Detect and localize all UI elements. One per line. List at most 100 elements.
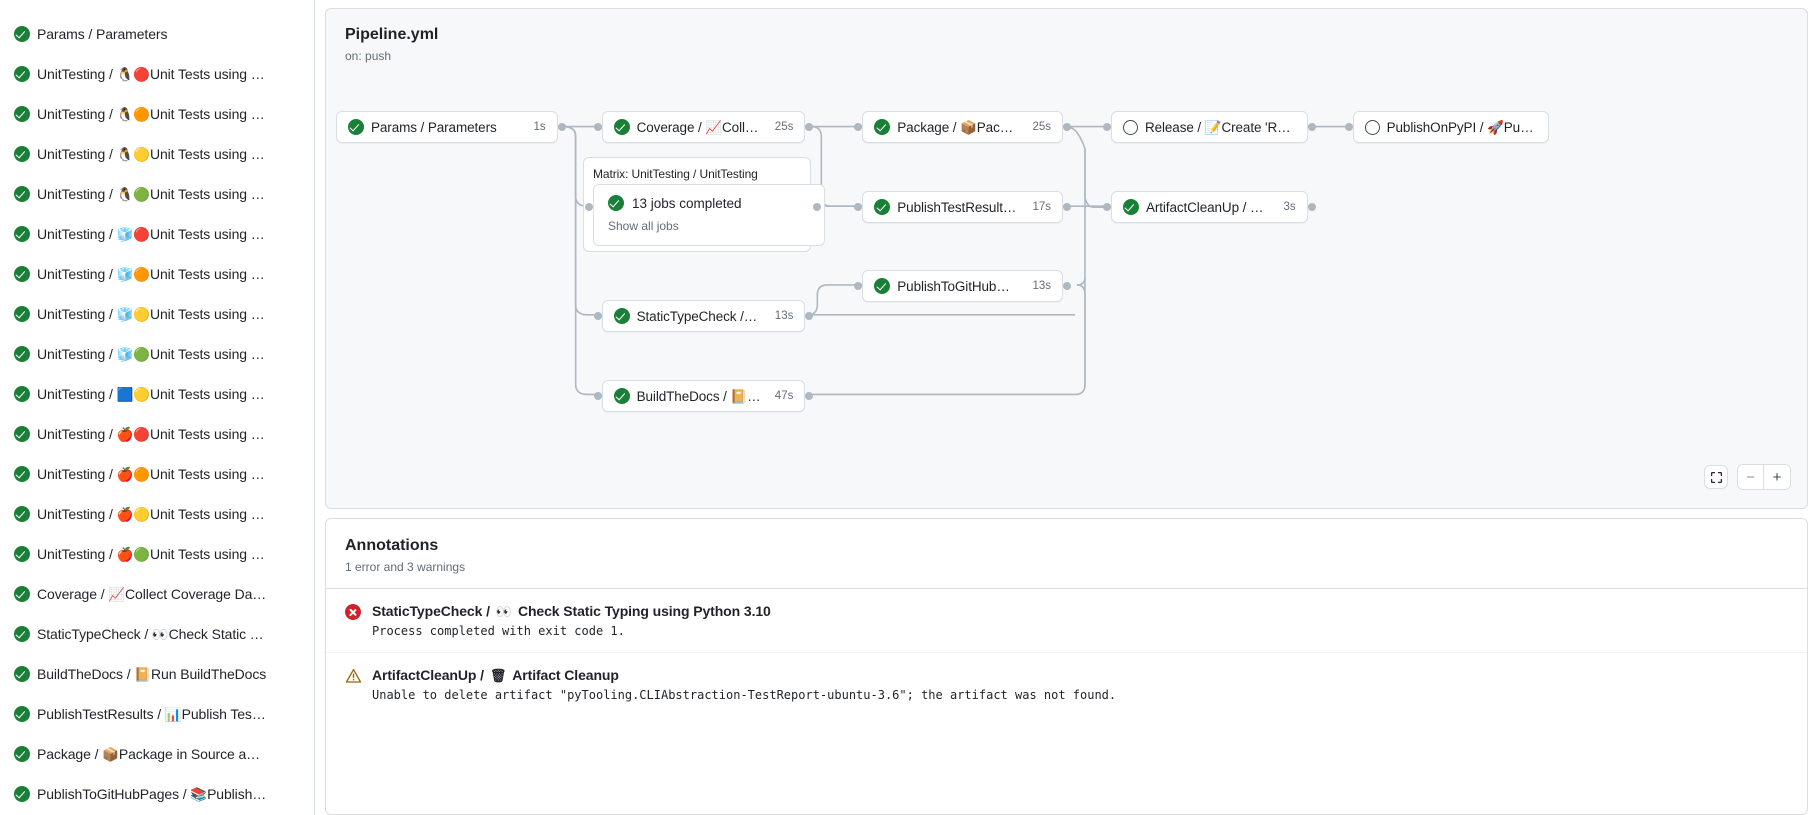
job-emoji-icon: 🟠 <box>133 467 150 482</box>
job-emoji-icon: 🔴 <box>133 227 150 242</box>
success-check-icon <box>874 278 891 294</box>
graph-node-label: PublishToGitHubPages / 📚 ... <box>897 278 1018 294</box>
job-emoji-icon: 🐧 <box>116 67 134 82</box>
graph-node-duration: 47s <box>774 390 794 402</box>
sidebar-job-item[interactable]: Params / Parameters <box>4 14 310 54</box>
node-emoji-icon: 📦 <box>960 119 977 135</box>
sidebar-job-item[interactable]: PublishTestResults / 📊 Publish Test Resu… <box>4 694 310 734</box>
sidebar-job-item[interactable]: UnitTesting / 🍎 🟠 Unit Tests using Pyth.… <box>4 454 310 494</box>
sidebar-job-item[interactable]: UnitTesting / 🍎 🟢 Unit Tests using Pyth.… <box>4 534 310 574</box>
graph-node-pypi[interactable]: PublishOnPyPI / 🚀 Publish to ... <box>1352 111 1550 143</box>
success-check-icon <box>14 186 30 202</box>
graph-node-duration: 13s <box>774 310 794 322</box>
success-check-icon <box>14 626 30 642</box>
matrix-jobs-label: 13 jobs completed <box>632 195 742 211</box>
sidebar-job-label: UnitTesting / 🐧 🟡 Unit Tests using Pyth.… <box>37 146 267 162</box>
annotations-title: Annotations <box>345 537 439 554</box>
fit-to-screen-button[interactable] <box>1704 465 1728 489</box>
sidebar-job-label: UnitTesting / 🧊 🟠 Unit Tests using Pyth.… <box>37 266 267 282</box>
success-check-icon <box>14 146 30 162</box>
job-emoji-icon: 🔴 <box>133 67 150 82</box>
graph-node-label: Coverage / 📈 Collect Cove... <box>636 119 761 135</box>
graph-node-duration: 25s <box>774 121 794 133</box>
sidebar-job-label: PublishToGitHubPages / 📚 Publish to G... <box>37 786 267 802</box>
job-emoji-icon: 📚 <box>190 787 208 802</box>
node-input-port <box>854 203 863 211</box>
graph-node-docs[interactable]: BuildTheDocs / 📔 Run Buil...47s <box>601 380 806 412</box>
sidebar-job-item[interactable]: PublishToGitHubPages / 📚 Publish to G... <box>4 774 310 814</box>
sidebar-job-item[interactable]: UnitTesting / 🐧 🟡 Unit Tests using Pyth.… <box>4 134 310 174</box>
sidebar-job-item[interactable]: UnitTesting / 🧊 🟡 Unit Tests using Pyth.… <box>4 294 310 334</box>
success-check-icon <box>14 746 30 762</box>
job-emoji-icon: 🟢 <box>133 187 150 202</box>
node-output-port <box>805 312 814 320</box>
zoom-out-button[interactable]: − <box>1738 465 1764 489</box>
sidebar-job-item[interactable]: BuildTheDocs / 📔 Run BuildTheDocs <box>4 654 310 694</box>
sidebar-job-item[interactable]: UnitTesting / 🧊 🟢 Unit Tests using Pyth.… <box>4 334 310 374</box>
sidebar-job-item[interactable]: StaticTypeCheck / 👀 Check Static Typing.… <box>4 614 310 654</box>
annotation-heading: StaticTypeCheck / 👀Check Static Typing u… <box>372 603 771 619</box>
job-emoji-icon: 📔 <box>134 667 152 682</box>
job-emoji-icon: 🍎 <box>116 547 134 562</box>
graph-header: Pipeline.yml on: push <box>326 9 1807 63</box>
graph-node-package[interactable]: Package / 📦 Package in So...25s <box>862 111 1063 143</box>
sidebar-job-item[interactable]: UnitTesting / 🧊 🟠 Unit Tests using Pyth.… <box>4 254 310 294</box>
success-check-icon <box>14 706 30 722</box>
zoom-in-button[interactable]: + <box>1764 465 1790 489</box>
node-output-port <box>1063 203 1071 211</box>
sidebar-job-item[interactable]: Coverage / 📈 Collect Coverage Data usi..… <box>4 574 310 614</box>
graph-node-ghpages[interactable]: PublishToGitHubPages / 📚 ...13s <box>862 270 1063 302</box>
sidebar-job-label: Coverage / 📈 Collect Coverage Data usi..… <box>37 586 267 602</box>
job-emoji-icon: 🍎 <box>116 507 134 522</box>
success-check-icon <box>613 119 630 135</box>
sidebar-job-label: UnitTesting / 🍎 🟠 Unit Tests using Pyth.… <box>37 466 267 482</box>
matrix-jobs-status: 13 jobs completed <box>608 195 810 211</box>
annotation-row[interactable]: StaticTypeCheck / 👀Check Static Typing u… <box>326 588 1807 652</box>
warning-icon <box>345 668 362 683</box>
graph-edges <box>557 125 1353 396</box>
sidebar-job-label: UnitTesting / 🍎 🟢 Unit Tests using Pyth.… <box>37 546 267 562</box>
show-all-jobs-link[interactable]: Show all jobs <box>608 219 679 233</box>
success-check-icon <box>14 666 30 682</box>
graph-node-coverage[interactable]: Coverage / 📈 Collect Cove... 25s <box>601 111 806 143</box>
sidebar-job-item[interactable]: UnitTesting / 🐧 🟠 Unit Tests using Pyth.… <box>4 94 310 134</box>
job-emoji-icon: 🔴 <box>133 427 150 442</box>
graph-node-label: Params / Parameters <box>370 119 497 135</box>
success-check-icon <box>14 66 30 82</box>
job-emoji-icon: 🟡 <box>133 307 150 322</box>
sidebar-job-item[interactable]: UnitTesting / 🟦 🟡 Unit Tests using Pyth.… <box>4 374 310 414</box>
sidebar-job-label: UnitTesting / 🐧 🔴 Unit Tests using Pyth.… <box>37 66 267 82</box>
pending-status-icon <box>1122 119 1138 135</box>
node-emoji-icon: 🚀 <box>1487 119 1504 135</box>
error-icon <box>345 604 361 620</box>
graph-node-cleanup[interactable]: ArtifactCleanUp / 🗑 Artifac...3s <box>1110 191 1308 223</box>
graph-node-release[interactable]: Release / 📝 Create 'Release P... <box>1110 111 1308 143</box>
success-check-icon <box>14 426 30 442</box>
sidebar-job-item[interactable]: UnitTesting / 🍎 🔴 Unit Tests using Pyth.… <box>4 414 310 454</box>
job-emoji-icon: 🍎 <box>116 427 134 442</box>
graph-node-testresults[interactable]: PublishTestResults / 📊 Pu...17s <box>862 191 1063 223</box>
matrix-node[interactable]: 13 jobs completed Show all jobs <box>593 184 825 246</box>
success-check-icon <box>613 308 630 324</box>
job-emoji-icon: 📊 <box>164 707 182 722</box>
sidebar-job-item[interactable]: Package / 📦 Package in Source and Wh... <box>4 734 310 774</box>
graph-node-label: Release / 📝 Create 'Release P... <box>1144 119 1296 135</box>
job-emoji-icon: 🟡 <box>133 147 150 162</box>
sidebar-job-item[interactable]: UnitTesting / 🐧 🟢 Unit Tests using Pyth.… <box>4 174 310 214</box>
job-emoji-icon: 🐧 <box>116 107 134 122</box>
sidebar-job-item[interactable]: UnitTesting / 🐧 🔴 Unit Tests using Pyth.… <box>4 54 310 94</box>
node-output-port <box>805 392 814 400</box>
graph-node-typecheck[interactable]: StaticTypeCheck / 👀 Chec...13s <box>601 300 806 332</box>
sidebar-job-item[interactable]: UnitTesting / 🍎 🟡 Unit Tests using Pyth.… <box>4 494 310 534</box>
zoom-controls: − + <box>1704 464 1791 490</box>
node-input-port <box>854 282 863 290</box>
job-emoji-icon: 👀 <box>151 627 169 642</box>
job-emoji-icon: 🟦 <box>116 387 134 402</box>
node-input-port <box>1102 123 1111 131</box>
success-check-icon <box>14 346 30 362</box>
sidebar-job-item[interactable]: UnitTesting / 🧊 🔴 Unit Tests using Pyth.… <box>4 214 310 254</box>
